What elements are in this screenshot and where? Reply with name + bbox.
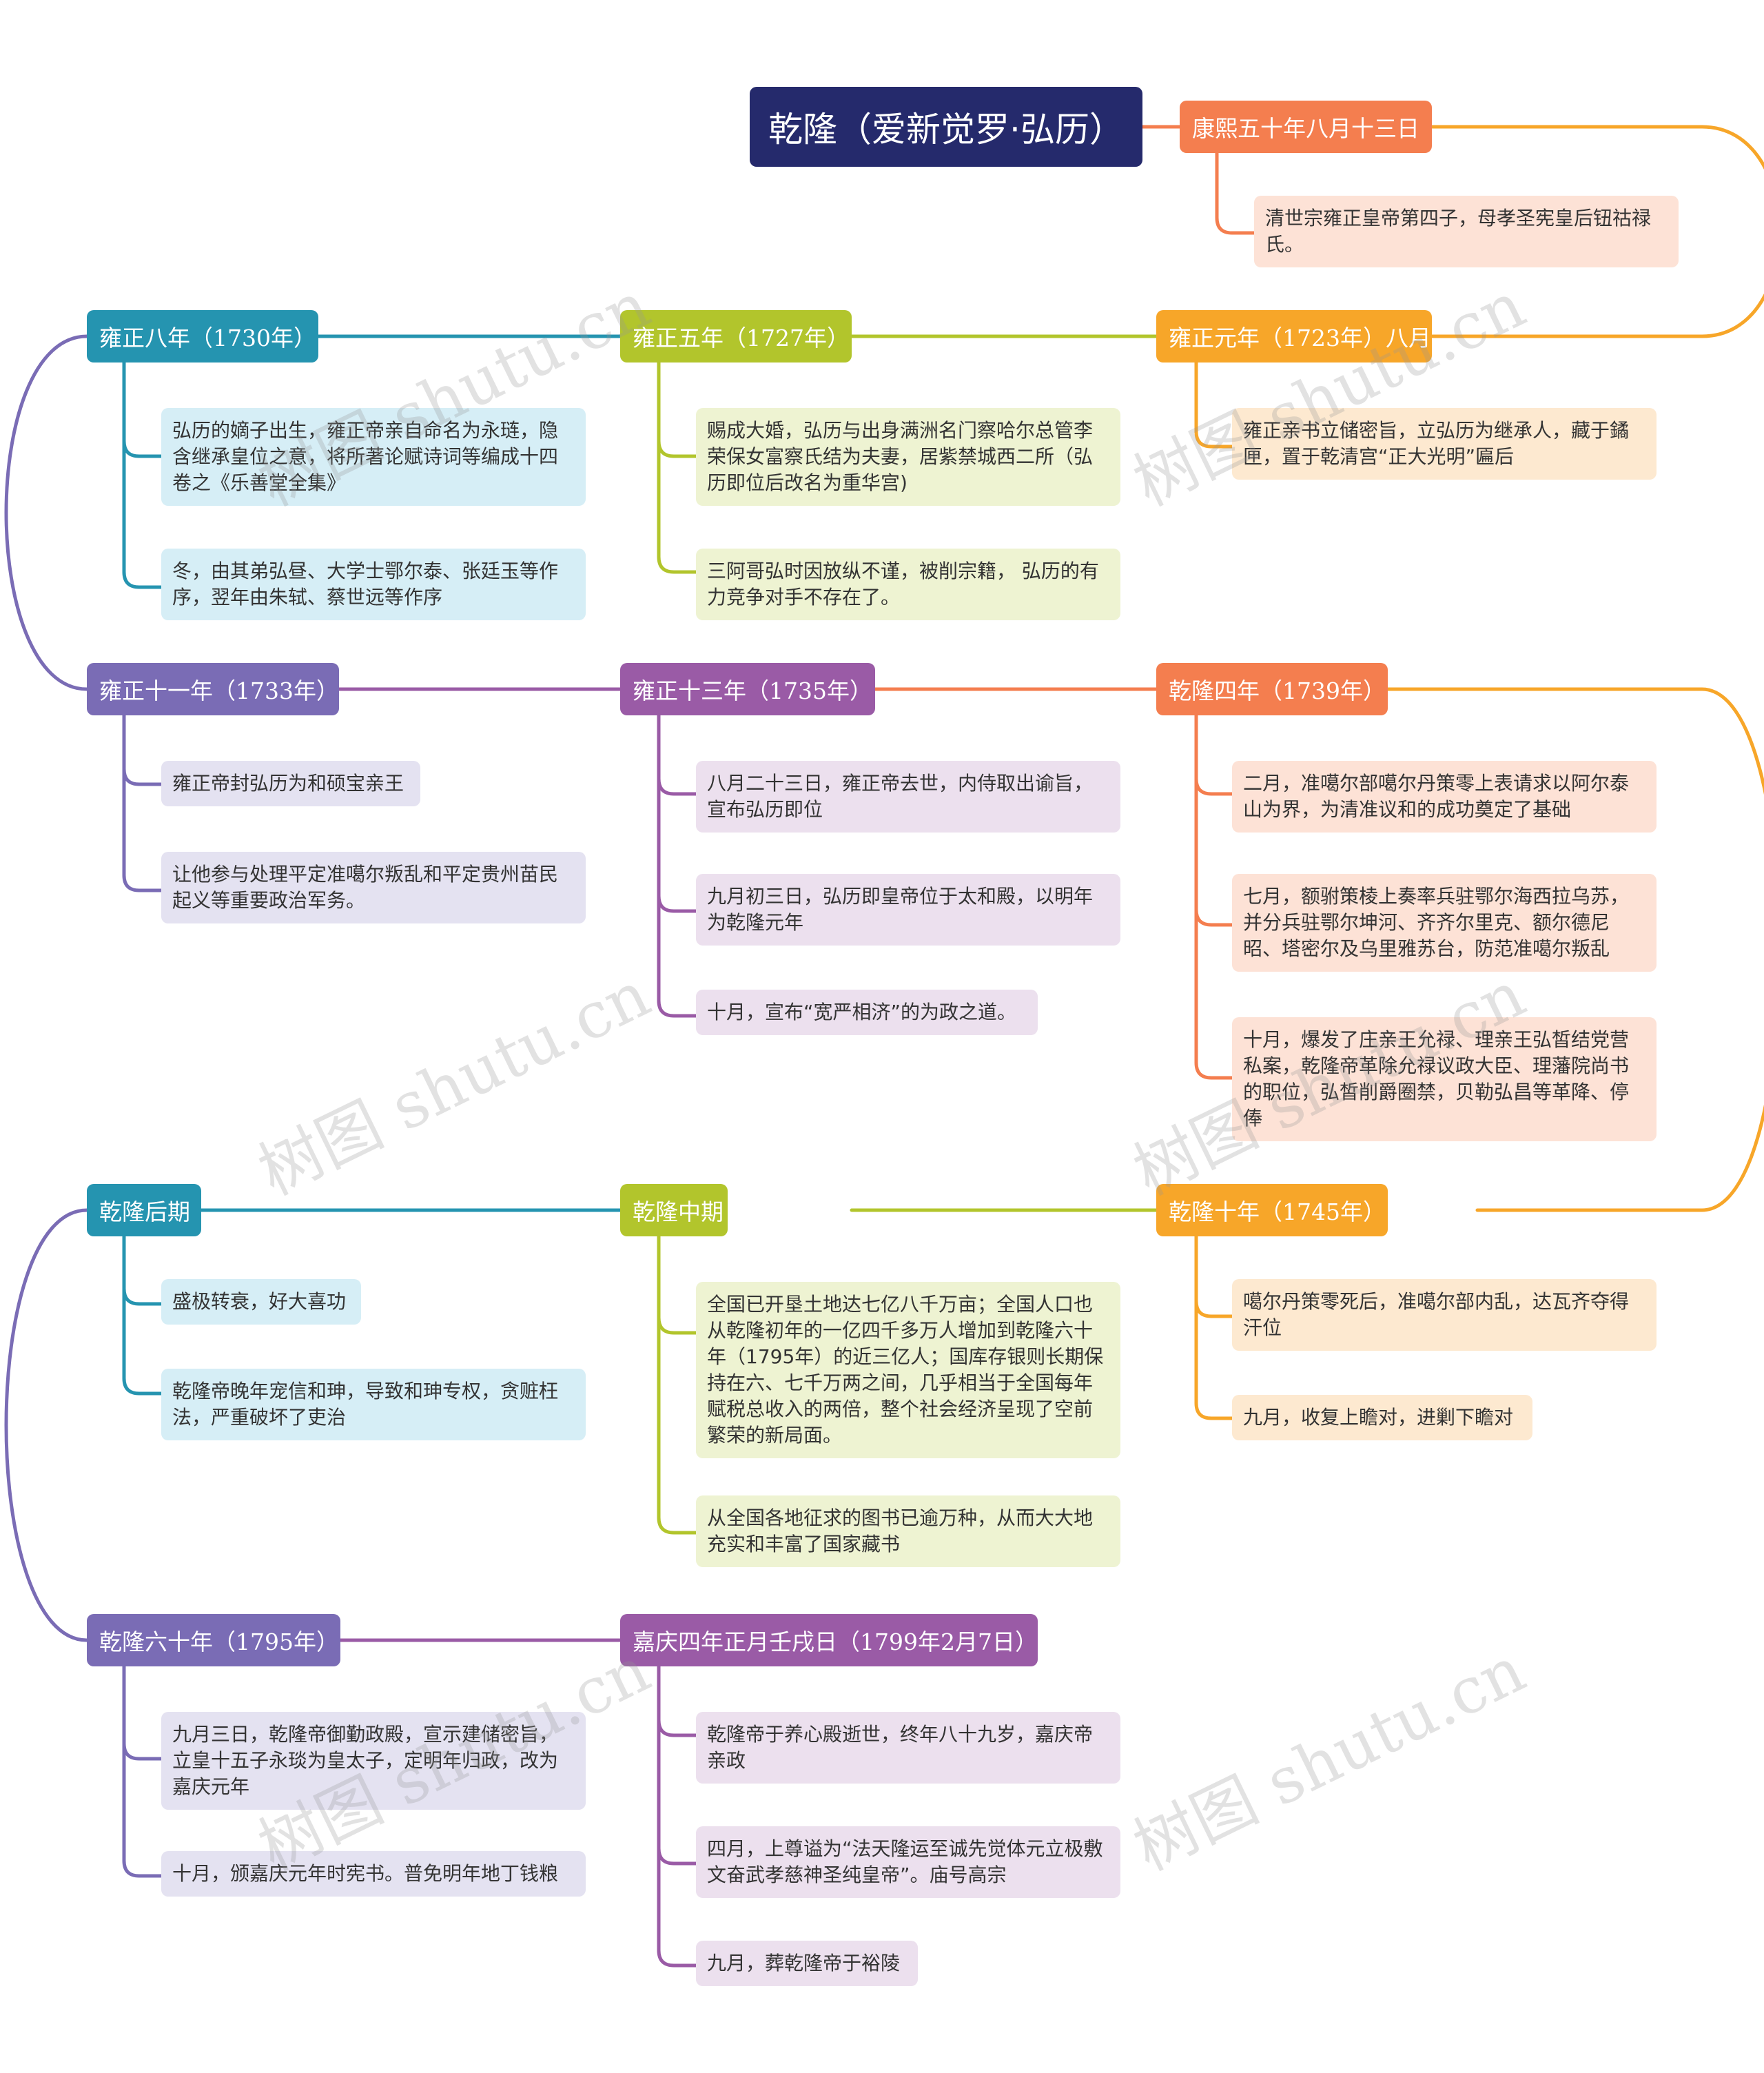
leaf-late-1[interactable]: 盛极转衰，好大喜功 (161, 1279, 361, 1325)
leaf-jiaqing4-3[interactable]: 九月，葬乾隆帝于裕陵 (696, 1941, 918, 1986)
node-year: 1723年 (1282, 325, 1363, 351)
node-year: 1799年2月7日 (860, 1628, 1015, 1655)
node-mid[interactable]: 乾隆中期 (620, 1184, 728, 1236)
node-label-suffix: ） (1362, 677, 1386, 704)
root-title[interactable]: 乾隆（爱新觉罗·弘历） (750, 87, 1142, 167)
node-year: 1727年 (746, 325, 827, 351)
node-label-suffix: ） (826, 325, 850, 351)
leaf-jiaqing4-2[interactable]: 四月，上尊谥为“法天隆运至诚先觉体元立极敷文奋武孝慈神圣纯皇帝”。庙号高宗 (696, 1826, 1120, 1898)
node-year: 1745年 (1282, 1198, 1363, 1225)
leaf-yongzheng5-1[interactable]: 赐成大婚，弘历与出身满洲名门察哈尔总管李荣保女富察氏结为夫妻，居紫禁城西二所（弘… (696, 408, 1120, 506)
node-yongzheng11[interactable]: 雍正十一年（1733年） (87, 663, 339, 715)
node-year: 1735年 (769, 677, 850, 704)
node-year: 1733年 (236, 677, 316, 704)
node-label: 乾隆中期 (633, 1198, 724, 1225)
node-label-suffix: ）八月 (1362, 325, 1431, 351)
node-yongzheng1[interactable]: 雍正元年（1723年）八月 (1156, 310, 1432, 362)
leaf-mid-1[interactable]: 全国已开垦土地达七亿八千万亩；全国人口也从乾隆初年的一亿四千多万人增加到乾隆六十… (696, 1282, 1120, 1458)
leaf-yongzheng13-1[interactable]: 八月二十三日，雍正帝去世，内侍取出谕旨，宣布弘历即位 (696, 761, 1120, 833)
node-label: 雍正五年（ (633, 325, 746, 351)
leaf-yongzheng8-2[interactable]: 冬，由其弟弘昼、大学士鄂尔泰、张廷玉等作序，翌年由朱轼、蔡世远等作序 (161, 549, 586, 620)
node-label-suffix: ） (316, 677, 339, 704)
node-label: 雍正八年（ (99, 325, 213, 351)
leaf-yongzheng11-1[interactable]: 雍正帝封弘历为和硕宝亲王 (161, 761, 420, 806)
leaf-yongzheng13-3[interactable]: 十月，宣布“宽严相济”的为政之道。 (696, 990, 1038, 1035)
node-label-suffix: ） (1014, 1628, 1038, 1655)
node-year: 1730年 (213, 325, 294, 351)
node-label-suffix: ） (293, 325, 316, 351)
leaf-jiaqing4-1[interactable]: 乾隆帝于养心殿逝世，终年八十九岁，嘉庆帝亲政 (696, 1712, 1120, 1784)
leaf-qianlong4-3[interactable]: 十月，爆发了庄亲王允禄、理亲王弘皙结党营私案，乾隆帝革除允禄议政大臣、理藩院尚书… (1232, 1017, 1657, 1141)
node-label: 乾隆后期 (99, 1198, 190, 1225)
node-late[interactable]: 乾隆后期 (87, 1184, 201, 1236)
leaf-yongzheng1-1[interactable]: 雍正亲书立储密旨，立弘历为继承人，藏于鐍匣，置于乾清宫“正大光明”匾后 (1232, 408, 1657, 480)
leaf-qianlong60-1[interactable]: 九月三日，乾隆帝御勤政殿，宣示建储密旨，立皇十五子永琰为皇太子，定明年归政，改为… (161, 1712, 586, 1810)
node-kangxi[interactable]: 康熙五十年八月十三日 (1180, 101, 1432, 153)
node-label: 嘉庆四年正月壬戌日（ (633, 1628, 860, 1655)
node-qianlong4[interactable]: 乾隆四年（1739年） (1156, 663, 1388, 715)
node-jiaqing4[interactable]: 嘉庆四年正月壬戌日（1799年2月7日） (620, 1614, 1038, 1666)
leaf-qianlong4-1[interactable]: 二月，准噶尔部噶尔丹策零上表请求以阿尔泰山为界，为清准议和的成功奠定了基础 (1232, 761, 1657, 833)
node-label: 乾隆四年（ (1169, 677, 1282, 704)
node-label: 雍正十三年（ (633, 677, 769, 704)
leaf-qianlong4-2[interactable]: 七月，额驸策棱上奏率兵驻鄂尔海西拉乌苏，并分兵驻鄂尔坤河、齐齐尔里克、额尔德尼昭… (1232, 874, 1657, 972)
node-label-suffix: ） (849, 677, 872, 704)
node-label: 乾隆十年（ (1169, 1198, 1282, 1225)
node-label: 乾隆六十年（ (99, 1628, 236, 1655)
leaf-qianlong10-1[interactable]: 噶尔丹策零死后，准噶尔部内乱，达瓦齐夺得汗位 (1232, 1279, 1657, 1351)
leaf-qianlong10-2[interactable]: 九月，收复上瞻对，进剿下瞻对 (1232, 1395, 1532, 1440)
node-label: 雍正十一年（ (99, 677, 236, 704)
node-label: 康熙五十年八月十三日 (1192, 115, 1419, 142)
node-label-suffix: ） (316, 1628, 339, 1655)
node-label-suffix: ） (1362, 1198, 1386, 1225)
node-label: 雍正元年（ (1169, 325, 1282, 351)
node-yongzheng8[interactable]: 雍正八年（1730年） (87, 310, 318, 362)
node-qianlong10[interactable]: 乾隆十年（1745年） (1156, 1184, 1388, 1236)
leaf-mid-2[interactable]: 从全国各地征求的图书已逾万种，从而大大地充实和丰富了国家藏书 (696, 1495, 1120, 1567)
node-qianlong60[interactable]: 乾隆六十年（1795年） (87, 1614, 340, 1666)
leaf-yongzheng5-2[interactable]: 三阿哥弘时因放纵不谨，被削宗籍， 弘历的有力竞争对手不存在了。 (696, 549, 1120, 620)
leaf-yongzheng8-1[interactable]: 弘历的嫡子出生，雍正帝亲自命名为永琏，隐含继承皇位之意，将所著论赋诗词等编成十四… (161, 408, 586, 506)
leaf-yongzheng13-2[interactable]: 九月初三日，弘历即皇帝位于太和殿，以明年为乾隆元年 (696, 874, 1120, 946)
leaf-yongzheng11-2[interactable]: 让他参与处理平定准噶尔叛乱和平定贵州苗民起义等重要政治军务。 (161, 852, 586, 923)
leaf-qianlong60-2[interactable]: 十月，颁嘉庆元年时宪书。普免明年地丁钱粮 (161, 1851, 586, 1897)
leaf-late-2[interactable]: 乾隆帝晚年宠信和珅，导致和珅专权，贪赃枉法，严重破坏了吏治 (161, 1369, 586, 1440)
node-yongzheng13[interactable]: 雍正十三年（1735年） (620, 663, 875, 715)
leaf-kangxi-1[interactable]: 清世宗雍正皇帝第四子，母孝圣宪皇后钮祜禄氏。 (1254, 196, 1679, 267)
node-year: 1739年 (1282, 677, 1363, 704)
node-year: 1795年 (236, 1628, 316, 1655)
node-yongzheng5[interactable]: 雍正五年（1727年） (620, 310, 852, 362)
